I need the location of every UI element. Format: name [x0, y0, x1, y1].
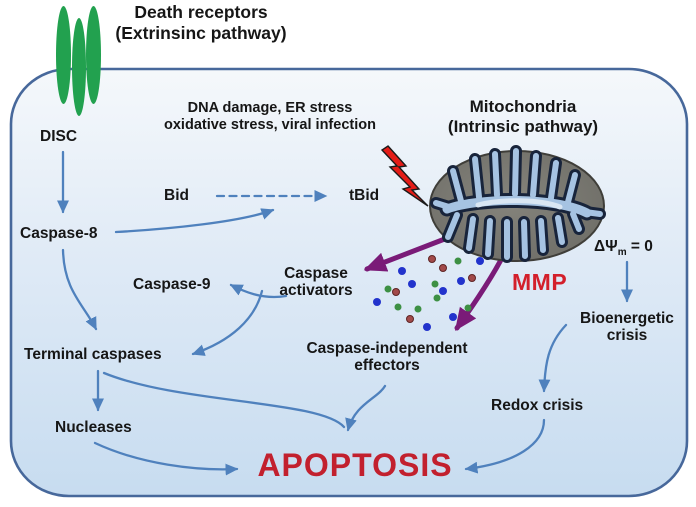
arrow-bioenergetic-to-redox [538, 323, 568, 393]
protein-dot [449, 313, 457, 321]
cristae-segment [521, 219, 528, 259]
membrane-potential-label: ΔΨm = 0 [594, 238, 653, 258]
arrow-effectors-to-apoptosis [345, 384, 387, 432]
caspase-activators-label: Caspase activators [266, 265, 366, 300]
apoptosis-label: APOPTOSIS [257, 447, 453, 483]
bioenergetic-crisis-label: Bioenergetic crisis [570, 310, 684, 345]
death-receptor-icon [56, 6, 101, 116]
cristae-segment [530, 153, 539, 198]
caspase-independent-line1: Caspase-independent [306, 340, 468, 357]
delta-psi-pre: ΔΨ [594, 238, 618, 255]
cristae-segment [433, 200, 452, 210]
protein-dot [464, 304, 472, 312]
arrow-nucleases-to-apoptosis [93, 441, 239, 476]
protein-dot [468, 274, 476, 282]
caspase-independent-label: Caspase-independent effectors [293, 340, 481, 375]
protein-dot [431, 280, 439, 288]
protein-dot [373, 298, 381, 306]
terminal-caspases-label: Terminal caspases [24, 346, 162, 363]
protein-dot [454, 257, 462, 265]
cristae-segment [450, 168, 464, 204]
protein-dot [414, 305, 422, 313]
protein-dot [384, 285, 392, 293]
arrow-caspase9-to-terminal [191, 289, 264, 356]
protein-dot [392, 288, 400, 296]
protein-dot [428, 255, 436, 263]
arrow-redox-to-apoptosis [464, 418, 546, 474]
cristae-segment [538, 218, 546, 253]
cristae-segment [466, 216, 476, 251]
lightning-icon [380, 145, 429, 207]
arrow-caspase8-to-tbid [114, 208, 275, 234]
caspase-activators-line2: activators [279, 282, 353, 300]
protein-dot [439, 287, 447, 295]
mitochondria-icon [429, 145, 606, 263]
title-line2: (Extrinsinc pathway) [115, 23, 287, 43]
stress-line2: oxidative stress, viral infection [164, 117, 376, 133]
protein-dot [439, 264, 447, 272]
cristae-segment [555, 215, 565, 245]
cristae-segment [570, 211, 582, 232]
released-protein-dots [373, 255, 484, 331]
caspase9-label: Caspase-9 [133, 276, 211, 293]
arrow-activators-to-caspase9 [229, 283, 288, 299]
protein-dot [398, 267, 406, 275]
cristae-segment [472, 156, 482, 200]
mito-title-line1: Mitochondria [469, 97, 577, 116]
cristae-segment [512, 148, 519, 197]
cristae-segment [582, 209, 603, 217]
cristae-segment [485, 218, 493, 257]
cristae-segment [548, 160, 559, 201]
cristae-segment [445, 212, 460, 240]
mito-title-line2: (Intrinsic pathway) [447, 117, 599, 136]
delta-psi-sub: m [617, 247, 627, 259]
protein-dot [394, 303, 402, 311]
caspase-activators-line1: Caspase [284, 265, 348, 282]
stress-stimuli-label: DNA damage, ER stress oxidative stress, … [146, 100, 394, 134]
caspase8-label: Caspase-8 [20, 225, 98, 242]
bioenergetic-line2: crisis [606, 327, 648, 345]
extrinsic-pathway-title: Death receptors (Extrinsinc pathway) [90, 2, 312, 44]
intrinsic-pathway-title: Mitochondria (Intrinsic pathway) [430, 97, 616, 137]
delta-psi-post: = 0 [626, 238, 653, 255]
disc-label: DISC [40, 128, 78, 145]
tbid-label: tBid [349, 187, 380, 204]
protein-dot [433, 294, 441, 302]
nucleases-label: Nucleases [55, 419, 132, 436]
caspase-independent-line2: effectors [354, 357, 420, 375]
redox-crisis-label: Redox crisis [491, 397, 584, 414]
mmp-label: MMP [512, 269, 568, 295]
protein-dot [408, 280, 416, 288]
stress-line1: DNA damage, ER stress [187, 100, 353, 116]
protein-dot [457, 277, 465, 285]
bioenergetic-line1: Bioenergetic [580, 310, 674, 327]
bid-label: Bid [164, 187, 189, 204]
protein-dot [476, 257, 484, 265]
cristae-segment [565, 172, 578, 205]
arrow-terminal-to-apoptosis [102, 371, 346, 429]
pathway-arrows [57, 150, 633, 476]
cristae-segment [492, 151, 500, 198]
title-line1: Death receptors [134, 2, 268, 22]
protein-dot [406, 315, 414, 323]
protein-dot [423, 323, 431, 331]
arrow-caspase8-to-terminal [61, 248, 98, 331]
